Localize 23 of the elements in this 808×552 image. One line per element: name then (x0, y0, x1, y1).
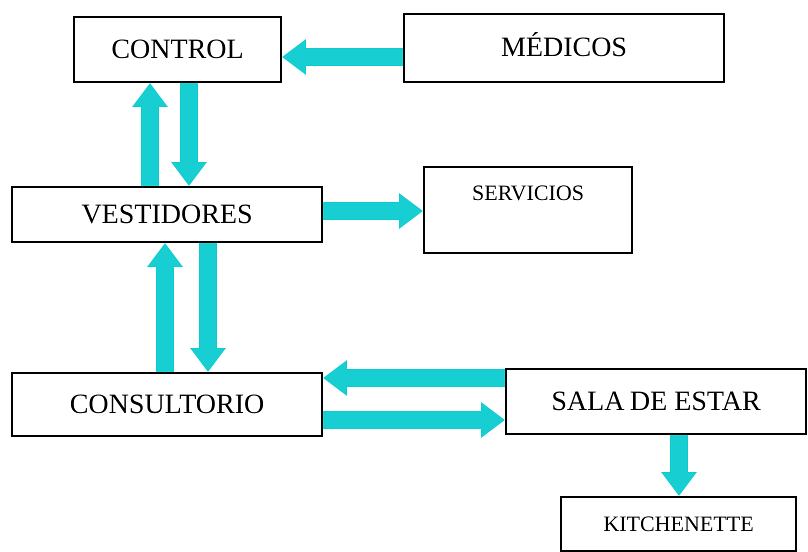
arrow (323, 360, 505, 396)
arrow (190, 243, 226, 372)
arrow (661, 435, 697, 496)
box-label: CONSULTORIO (70, 388, 264, 420)
box-label: SERVICIOS (472, 180, 584, 206)
process-box (11, 186, 323, 243)
arrow (171, 83, 207, 186)
box-label: KITCHENETTE (603, 511, 754, 537)
process-box (11, 372, 323, 437)
box-label: SALA DE ESTAR (551, 386, 761, 418)
arrow (323, 193, 423, 229)
process-box (505, 368, 807, 435)
process-box (560, 496, 797, 552)
box-label: MÉDICOS (500, 32, 627, 64)
arrow (147, 243, 183, 372)
arrow (282, 39, 403, 75)
process-box (423, 166, 633, 254)
process-box (403, 13, 725, 83)
box-label: CONTROL (111, 34, 244, 66)
arrow (323, 402, 505, 438)
box-label: VESTIDORES (81, 198, 253, 230)
process-box (73, 16, 282, 83)
arrow (132, 83, 168, 186)
